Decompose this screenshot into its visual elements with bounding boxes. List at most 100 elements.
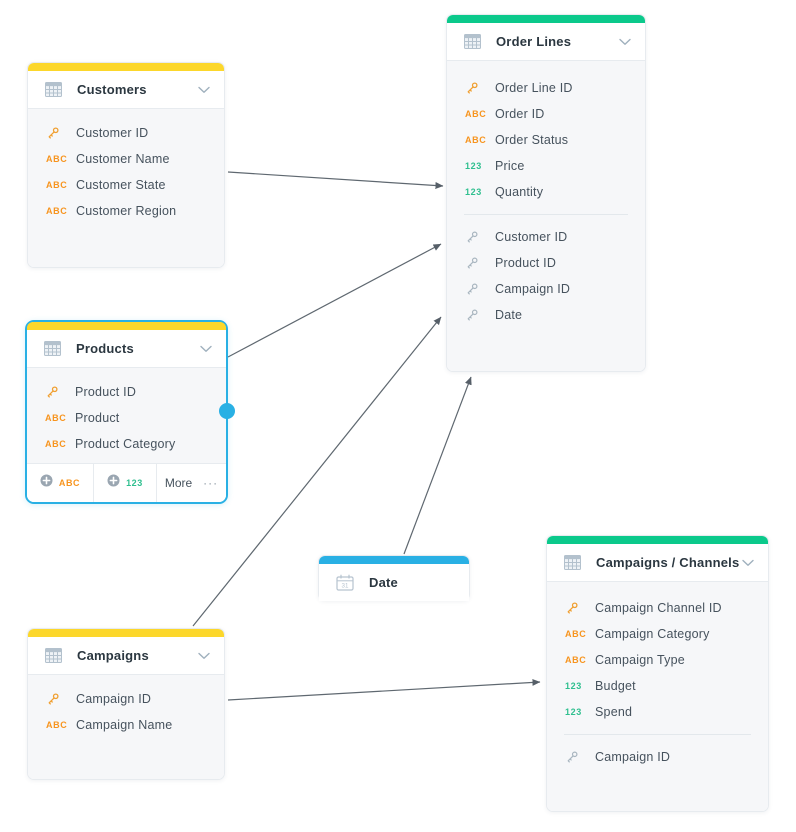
table-card-date[interactable]: 31 Date [318, 555, 470, 601]
field-row[interactable]: Customer ID [447, 224, 645, 250]
field-row[interactable]: Campaign Channel ID [547, 595, 768, 621]
field-list: Order Line ID ABC Order ID ABC Order Sta… [447, 61, 645, 371]
relationship-line-customers-to-order_lines[interactable] [227, 171, 444, 189]
text-type-badge: ABC [46, 720, 68, 730]
text-type-badge: ABC [465, 109, 487, 119]
field-row[interactable]: ABC Order ID [447, 101, 645, 127]
table-header-order-lines[interactable]: Order Lines [447, 23, 645, 61]
field-row[interactable]: ABC Product Category [27, 431, 226, 457]
field-label: Product ID [75, 385, 137, 399]
field-row[interactable]: ABC Product [27, 405, 226, 431]
chevron-down-icon[interactable] [198, 652, 210, 660]
field-row[interactable]: 123 Price [447, 153, 645, 179]
primary-key-icon [565, 601, 595, 615]
field-label: Campaign Channel ID [595, 601, 722, 615]
field-row[interactable]: ABC Campaign Name [28, 712, 224, 738]
plus-circle-icon [107, 474, 120, 492]
text-type-badge: ABC [45, 439, 67, 449]
field-label: Campaign Category [595, 627, 710, 641]
field-row[interactable]: Campaign ID [547, 744, 768, 770]
chevron-down-icon[interactable] [198, 86, 210, 94]
table-title: Date [369, 575, 398, 590]
number-type-badge: 123 [465, 161, 482, 171]
table-title: Customers [77, 82, 147, 97]
primary-key-icon [45, 385, 75, 399]
more-options-button[interactable]: More ··· [156, 464, 226, 502]
foreign-key-icon [465, 256, 495, 270]
table-header-products[interactable]: Products [27, 330, 226, 368]
field-row[interactable]: ABC Customer Name [28, 146, 224, 172]
table-card-order-lines[interactable]: Order Lines Order Line ID ABC Order ID A… [446, 14, 646, 372]
field-row[interactable]: 123 Budget [547, 673, 768, 699]
add-number-field-button[interactable]: 123 [93, 464, 156, 502]
field-group-divider [464, 214, 628, 215]
ellipsis-icon: ··· [203, 476, 219, 490]
field-label: Customer ID [76, 126, 149, 140]
accent-bar-yellow [27, 322, 226, 330]
plus-circle-icon [40, 474, 53, 492]
field-label: Customer ID [495, 230, 568, 244]
connection-handle[interactable] [219, 403, 235, 419]
table-header-campaigns-channels[interactable]: Campaigns / Channels [547, 544, 768, 582]
field-row[interactable]: ABC Campaign Type [547, 647, 768, 673]
primary-key-icon [465, 81, 495, 95]
field-group-divider [564, 734, 751, 735]
foreign-key-icon [565, 750, 595, 764]
table-grid-icon [44, 341, 61, 356]
field-label: Date [495, 308, 523, 322]
table-header-campaigns[interactable]: Campaigns [28, 637, 224, 675]
field-row[interactable]: Product ID [447, 250, 645, 276]
table-card-products[interactable]: Products Product ID ABC Product ABC Prod… [25, 320, 235, 504]
field-label: Order Status [495, 133, 569, 147]
text-type-badge: ABC [565, 629, 587, 639]
field-row[interactable]: Order Line ID [447, 75, 645, 101]
table-card-campaigns[interactable]: Campaigns Campaign ID ABC Campaign Name [27, 628, 225, 780]
field-label: Campaign ID [595, 750, 671, 764]
field-label: Product [75, 411, 120, 425]
table-title: Products [76, 341, 134, 356]
table-grid-icon [45, 648, 62, 663]
chevron-down-icon[interactable] [619, 38, 631, 46]
field-row[interactable]: 123 Spend [547, 699, 768, 725]
svg-text:31: 31 [342, 582, 349, 589]
field-row[interactable]: ABC Order Status [447, 127, 645, 153]
table-grid-icon [564, 555, 581, 570]
field-row[interactable]: Customer ID [28, 120, 224, 146]
foreign-key-icon [465, 282, 495, 296]
text-type-badge: ABC [46, 206, 68, 216]
field-row[interactable]: 123 Quantity [447, 179, 645, 205]
table-card-customers[interactable]: Customers Customer ID ABC Customer Name … [27, 62, 225, 268]
field-row[interactable]: ABC Campaign Category [547, 621, 768, 647]
field-row[interactable]: Campaign ID [447, 276, 645, 302]
text-type-badge: ABC [46, 180, 68, 190]
field-row[interactable]: Product ID [27, 379, 226, 405]
relationship-line-campaigns-to-campaigns_channels[interactable] [227, 678, 541, 701]
accent-bar-blue [319, 556, 469, 564]
field-label: Campaign Type [595, 653, 685, 667]
field-list: Customer ID ABC Customer Name ABC Custom… [28, 109, 224, 267]
chevron-down-icon[interactable] [742, 559, 754, 567]
field-label: Customer State [76, 178, 166, 192]
table-header-date[interactable]: 31 Date [319, 564, 469, 601]
relationship-line-products-to-order_lines[interactable] [227, 243, 442, 358]
field-row[interactable]: Campaign ID [28, 686, 224, 712]
field-list: Product ID ABC Product ABC Product Categ… [27, 368, 226, 463]
table-grid-icon [464, 34, 481, 49]
add-text-field-button[interactable]: ABC [27, 464, 93, 502]
field-label: Spend [595, 705, 633, 719]
primary-key-icon [46, 126, 76, 140]
table-title: Order Lines [496, 34, 572, 49]
field-label: Campaign ID [76, 692, 152, 706]
field-row[interactable]: Date [447, 302, 645, 328]
field-label: Campaign ID [495, 282, 571, 296]
field-list: Campaign Channel ID ABC Campaign Categor… [547, 582, 768, 811]
primary-key-icon [46, 692, 76, 706]
table-card-campaigns-channels[interactable]: Campaigns / Channels Campaign Channel ID… [546, 535, 769, 812]
relationship-line-date-to-order_lines[interactable] [403, 376, 472, 555]
field-row[interactable]: ABC Customer State [28, 172, 224, 198]
chevron-down-icon[interactable] [200, 345, 212, 353]
field-row[interactable]: ABC Customer Region [28, 198, 224, 224]
table-header-customers[interactable]: Customers [28, 71, 224, 109]
add-text-label: ABC [58, 478, 81, 488]
